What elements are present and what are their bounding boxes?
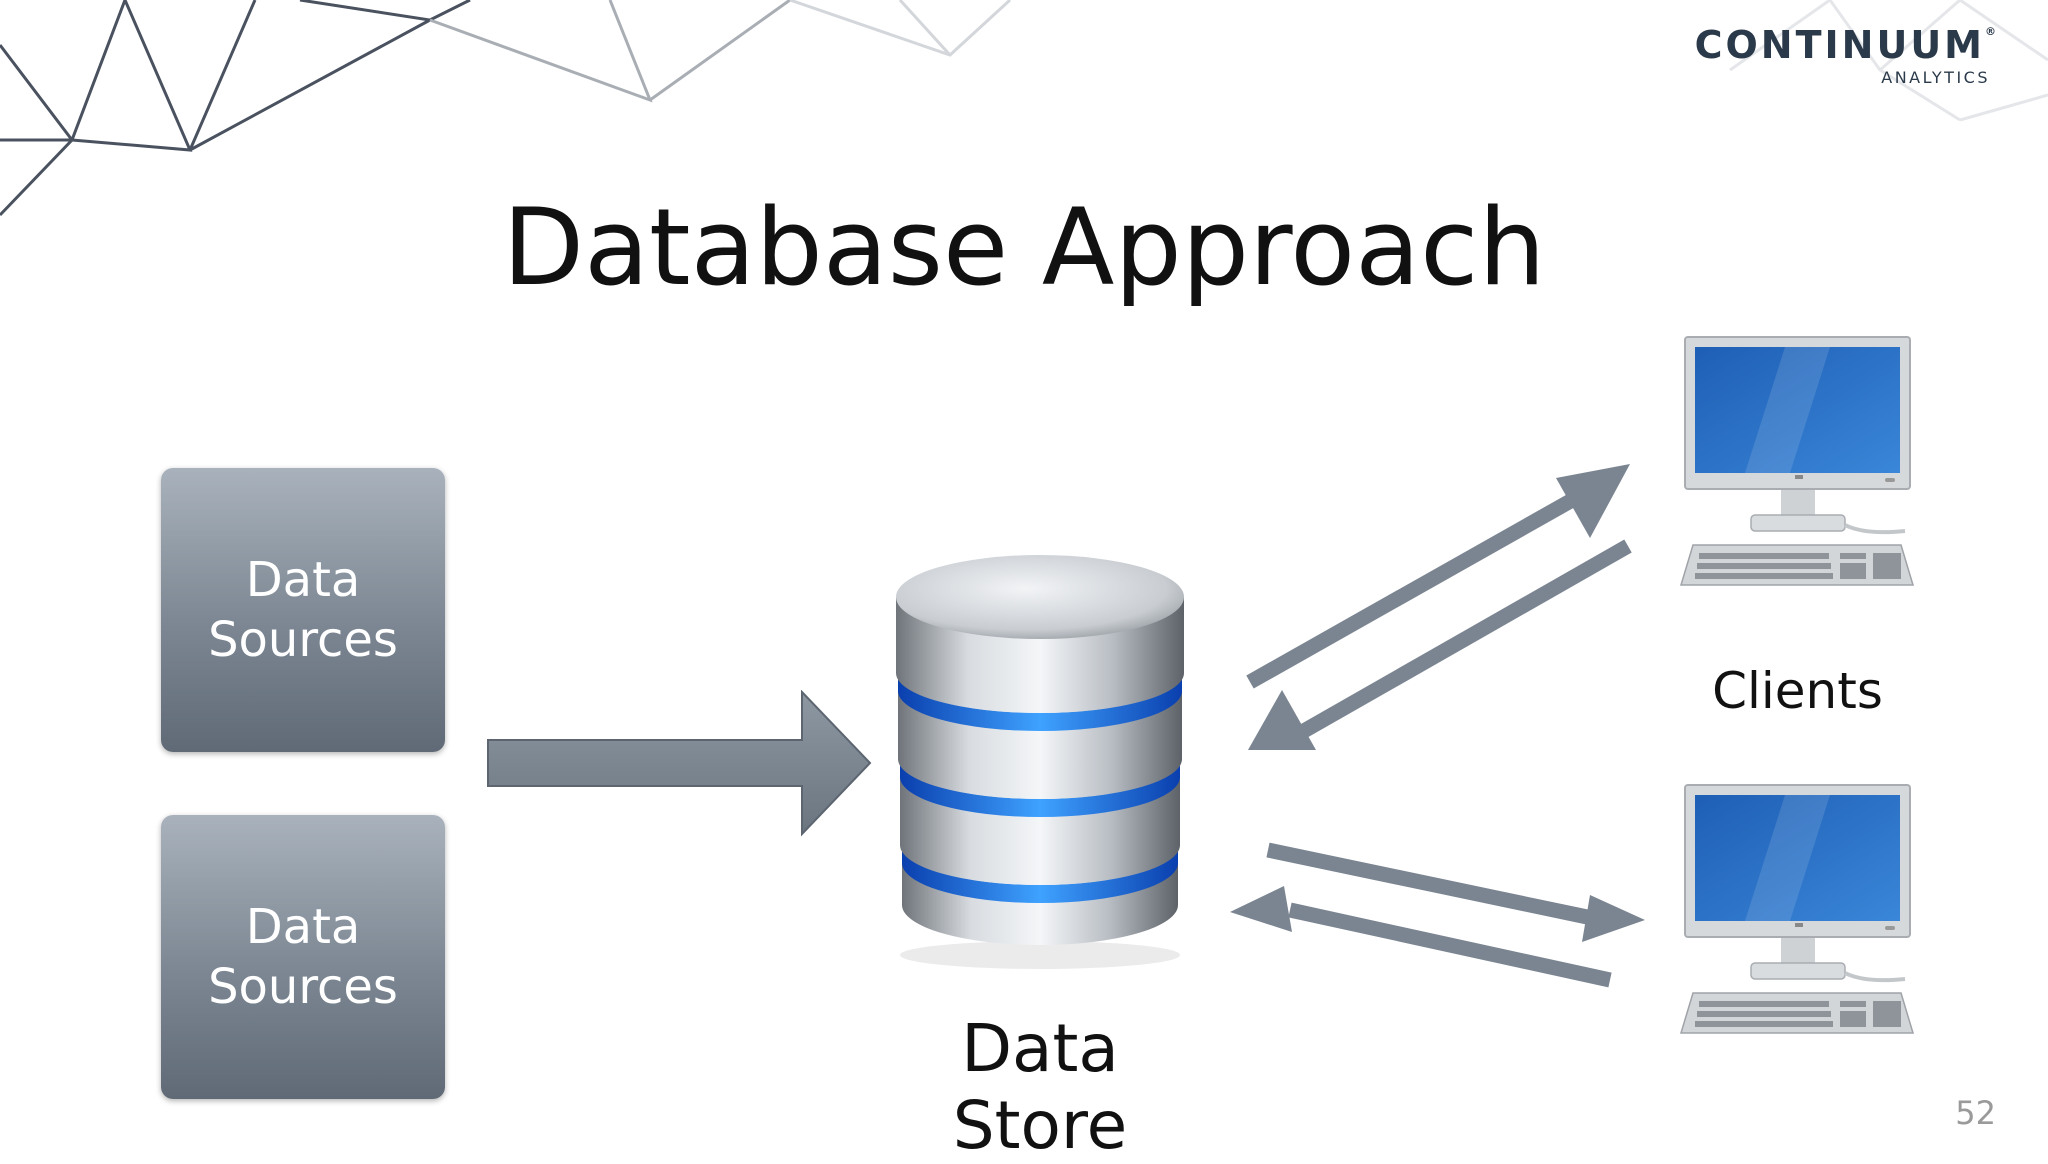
- arrow-client-top-to-store: [1248, 539, 1632, 750]
- client-arrows: [1230, 464, 1645, 988]
- data-sources-box-bottom: Data Sources: [161, 815, 445, 1099]
- logo-name: CONTINUUM: [1694, 23, 1985, 67]
- computer-icon-top: [1679, 336, 1915, 586]
- computer-icon-bottom: [1679, 784, 1915, 1034]
- sources-to-store-arrow: [487, 690, 872, 837]
- data-sources-label: Data Sources: [208, 899, 398, 1015]
- data-sources-box-top: Data Sources: [161, 468, 445, 752]
- decorative-line-pattern: [0, 0, 2048, 217]
- arrow-store-to-client-bottom: [1266, 842, 1645, 942]
- slide-title: Database Approach: [502, 186, 1546, 309]
- data-sources-label: Data Sources: [208, 552, 398, 668]
- page-number: 52: [1955, 1094, 1996, 1132]
- database-icon: [896, 555, 1184, 969]
- logo-subtitle: ANALYTICS: [1881, 68, 1990, 87]
- company-logo: CONTINUUM® ANALYTICS: [1695, 26, 1996, 87]
- data-store-label: Data Store: [952, 1010, 1128, 1164]
- clients-label: Clients: [1712, 662, 1883, 720]
- arrow-client-bottom-to-store: [1230, 886, 1612, 988]
- arrow-store-to-client-top: [1246, 464, 1630, 689]
- logo-registered-mark: ®: [1985, 25, 1996, 38]
